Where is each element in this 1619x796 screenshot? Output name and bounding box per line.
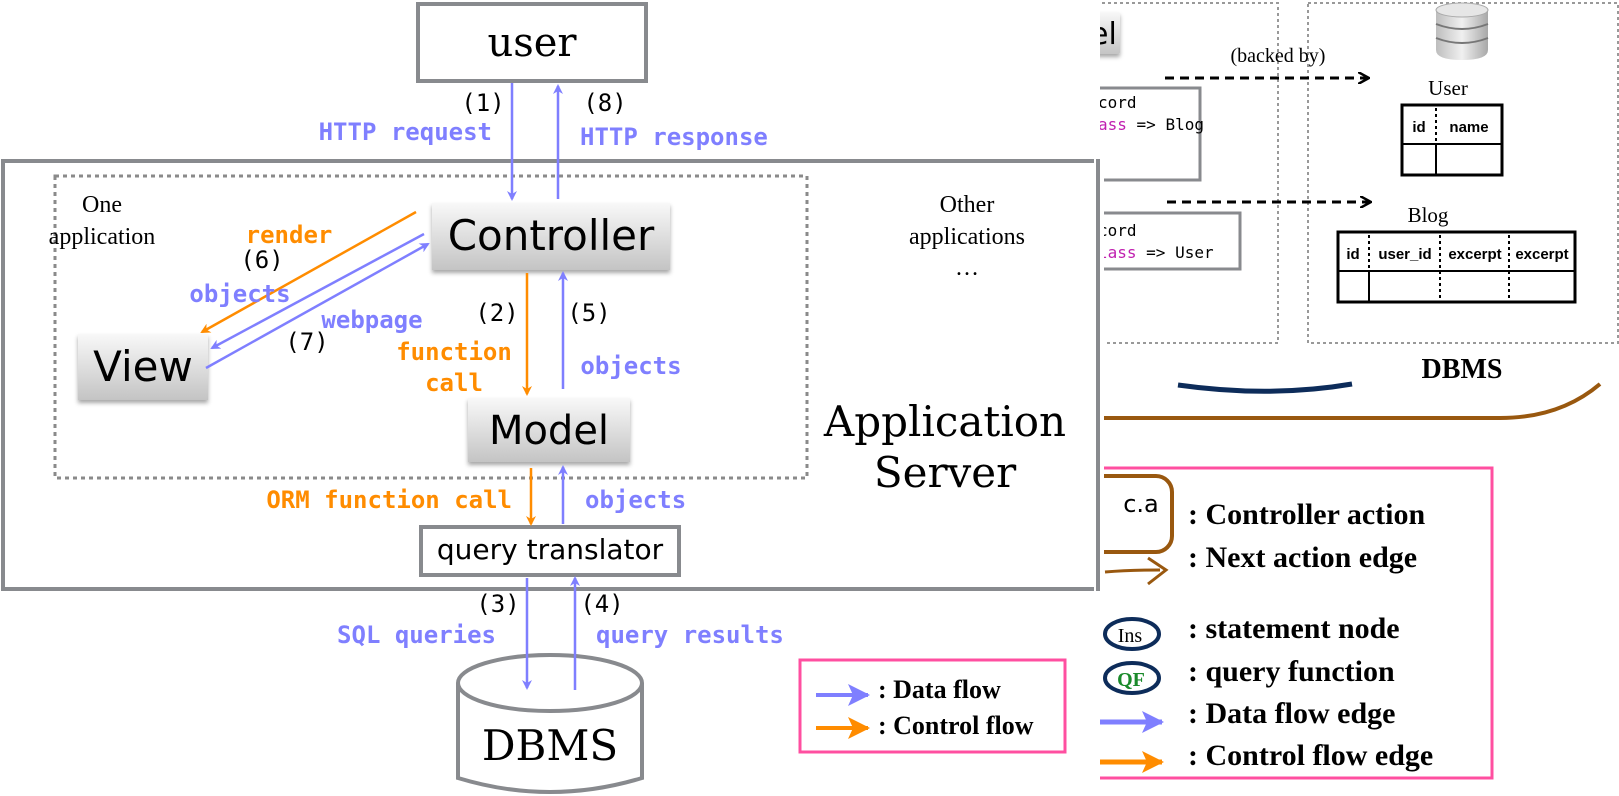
- http-response-label: HTTP response: [580, 123, 768, 151]
- controller-label: Controller: [448, 211, 655, 260]
- backed-by-label: (backed by): [1231, 45, 1326, 67]
- legend-controller-action: : Controller action: [1188, 498, 1426, 531]
- blog-table-title: Blog: [1408, 203, 1449, 227]
- right-legend: c.a : Controller action : Next action ed…: [1058, 466, 1494, 780]
- blog-table: id user_id excerpt excerpt: [1336, 230, 1577, 304]
- navy-curve: [1177, 381, 1353, 394]
- left-diagram: user One application Other applications …: [1, 2, 1104, 794]
- render-arrow: [200, 210, 417, 334]
- next-action-edge-swatch: [1104, 556, 1169, 586]
- legend-control-flow-edge: : Control flow edge: [1188, 739, 1433, 772]
- controller-node-label: c.a: [1123, 490, 1159, 518]
- blog-col-excerpt-1: excerpt: [1448, 246, 1501, 263]
- webpage-arrow: [205, 242, 430, 370]
- step-2-label: (2): [475, 299, 518, 327]
- legend-next-action-edge: : Next action edge: [1188, 541, 1417, 574]
- user-table-title: User: [1428, 76, 1468, 100]
- ins-node-label: Ins: [1118, 625, 1143, 647]
- qf-node-label: QF: [1117, 669, 1145, 691]
- query-translator-label: query translator: [437, 533, 664, 566]
- code-rest: => User: [1137, 243, 1214, 262]
- objects-to-controller-label: objects: [580, 352, 681, 380]
- ins-node-swatch: [1103, 617, 1161, 651]
- user-table: id name: [1400, 103, 1504, 177]
- objects-to-model-label: objects: [585, 486, 686, 514]
- legend-control-flow: : Control flow: [878, 711, 1034, 740]
- dbms-title: DBMS: [1422, 354, 1503, 385]
- blog-col-id: id: [1346, 246, 1359, 263]
- dbms-label: DBMS: [482, 721, 618, 770]
- left-legend: : Data flow : Control flow: [798, 658, 1067, 754]
- function-call-label-2: call: [425, 369, 483, 397]
- mask-top: [1040, 0, 1098, 460]
- other-applications-label-1: Other: [940, 192, 995, 218]
- brown-curve: [1060, 382, 1602, 420]
- step-4-label: (4): [580, 590, 623, 618]
- one-application-label-1: One: [82, 192, 122, 218]
- blog-col-user-id: user_id: [1378, 246, 1431, 263]
- step-5-label: (5): [567, 299, 610, 327]
- code-rest: => Blog: [1127, 115, 1204, 134]
- database-icon: [1435, 2, 1489, 60]
- sql-queries-label: SQL queries: [337, 621, 496, 649]
- view-label: View: [93, 342, 193, 391]
- code-block-blog-line1: cord: [1098, 93, 1137, 112]
- step-8-label: (8): [583, 89, 626, 117]
- application-server-label-2: Server: [874, 448, 1017, 497]
- step-7-label: (7): [285, 328, 328, 356]
- legend-data-flow: : Data flow: [878, 675, 1001, 704]
- step-6-label: (6): [240, 246, 283, 274]
- query-results-label: query results: [596, 621, 784, 649]
- one-application-box: [53, 174, 809, 480]
- model-box: [468, 398, 630, 462]
- function-call-label-1: function: [396, 338, 512, 366]
- user-label: user: [487, 20, 577, 66]
- dbms-container: [1307, 2, 1619, 344]
- query-translator-box: [419, 525, 681, 577]
- code-kw: ass: [1098, 115, 1127, 134]
- user-box: [416, 2, 648, 83]
- application-server-label-1: Application: [823, 397, 1066, 446]
- user-col-name: name: [1449, 119, 1488, 136]
- other-applications-ellipsis: …: [955, 255, 979, 281]
- qf-node-swatch: [1103, 661, 1161, 695]
- code-block-user-line1: cord: [1098, 221, 1137, 240]
- view-box: [78, 334, 208, 400]
- webpage-label: webpage: [321, 306, 422, 334]
- controller-box: [432, 203, 670, 270]
- model-label: Model: [489, 408, 609, 454]
- blog-col-excerpt-2: excerpt: [1515, 246, 1568, 263]
- user-col-id: id: [1412, 119, 1425, 136]
- legend-query-function: : query function: [1188, 655, 1395, 688]
- objects-to-view-arrow: [210, 232, 425, 350]
- step-3-label: (3): [476, 590, 519, 618]
- code-kw: lass: [1098, 243, 1137, 262]
- code-block-blog-line2: ass => Blog: [1098, 115, 1204, 134]
- one-application-label-2: application: [49, 224, 156, 250]
- other-applications-label-2: applications: [909, 224, 1025, 250]
- render-label: render: [246, 221, 333, 249]
- right-diagram: el cord ass => Blog cord lass => User (b…: [1029, 2, 1619, 780]
- orm-function-call-label: ORM function call: [266, 486, 512, 514]
- legend-statement-node: : statement node: [1188, 612, 1400, 645]
- http-request-label: HTTP request: [319, 118, 492, 146]
- left-legend-box: [798, 658, 1067, 754]
- code-block-user-line2: lass => User: [1098, 243, 1214, 262]
- dbms-cylinder: [456, 653, 644, 794]
- objects-to-view-label: objects: [189, 280, 290, 308]
- legend-data-flow-edge: : Data flow edge: [1188, 697, 1395, 730]
- step-1-label: (1): [461, 89, 504, 117]
